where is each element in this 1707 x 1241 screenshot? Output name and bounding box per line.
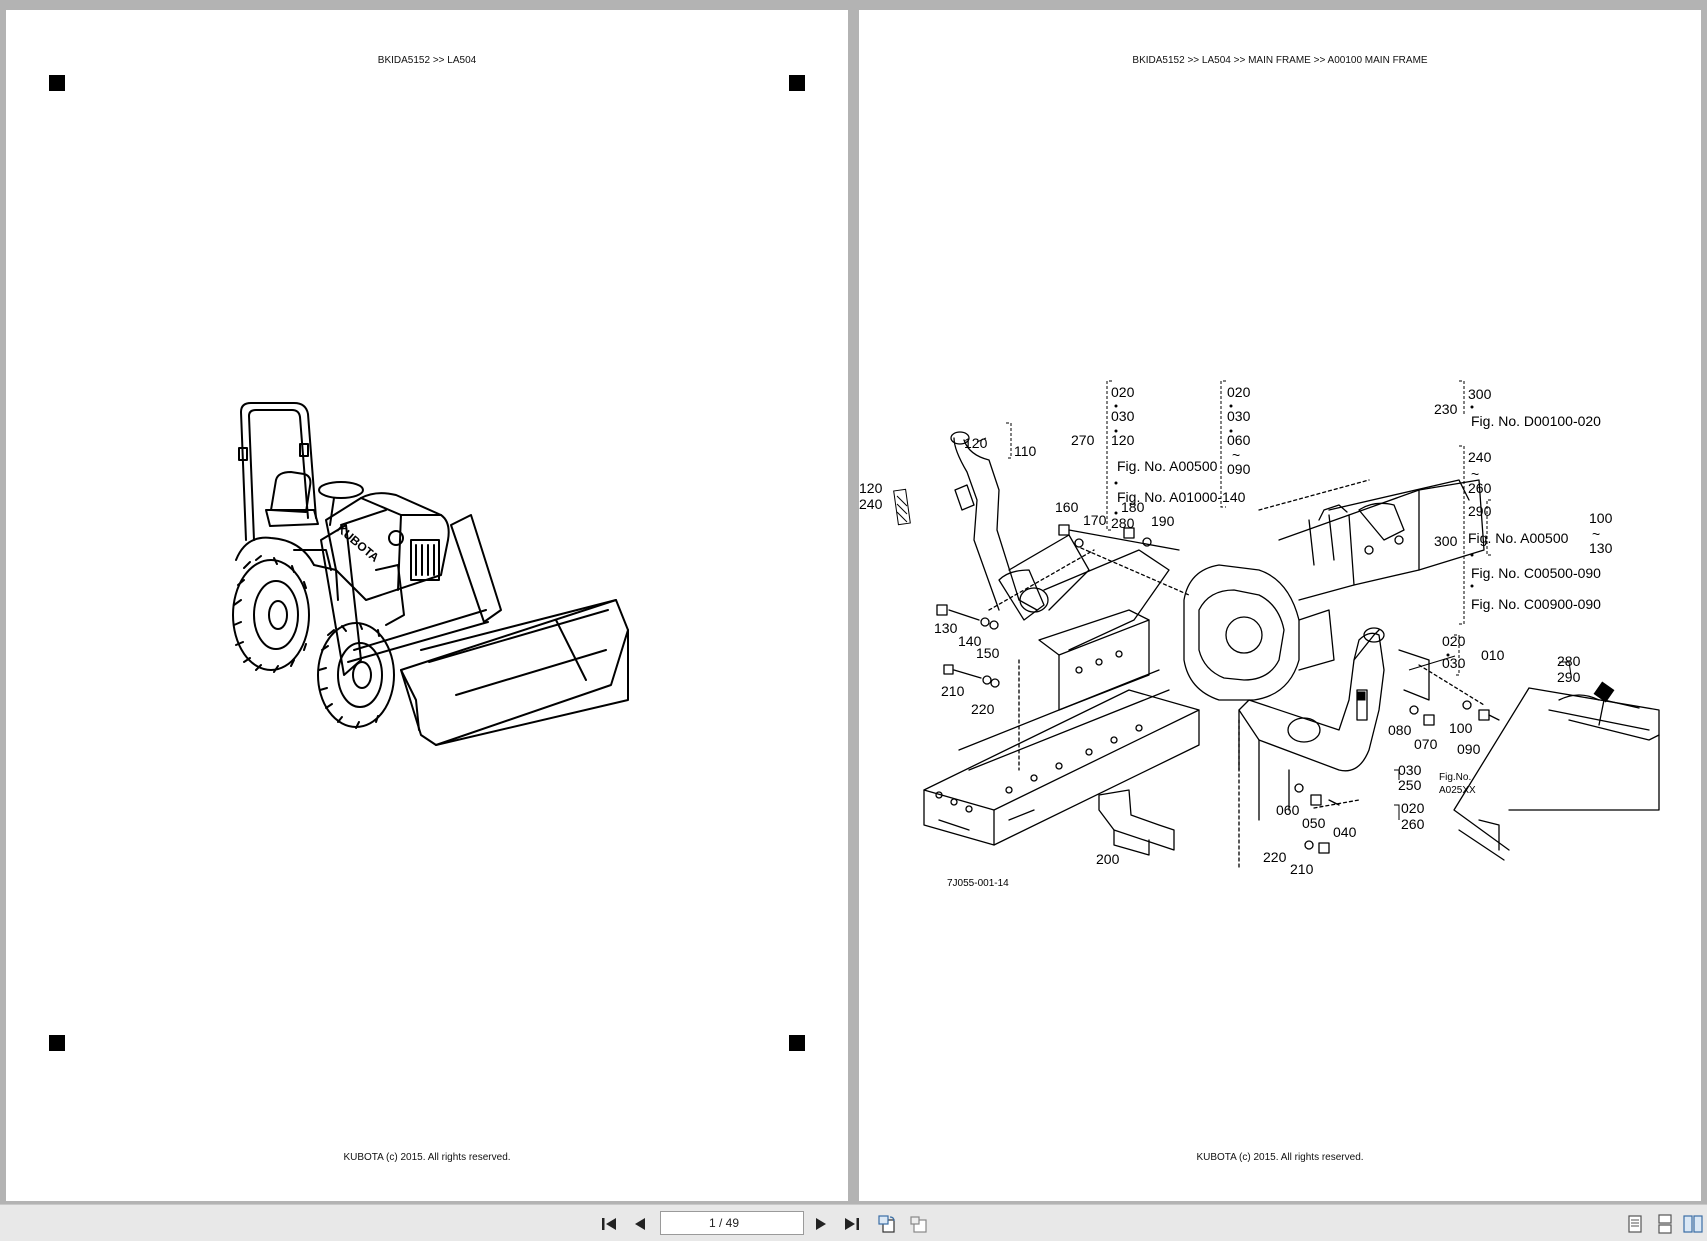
callout-060: 060	[1227, 432, 1251, 448]
registration-mark	[789, 1035, 805, 1051]
callout-220: 220	[1263, 849, 1287, 865]
callout-300: 300	[1434, 533, 1458, 549]
callout-020: 020	[1401, 800, 1425, 816]
callout-290: 290	[1468, 503, 1492, 519]
fig-reference: Fig. No. A01000-140	[1117, 489, 1246, 505]
viewer-toolbar: 1 / 49	[0, 1204, 1707, 1241]
fig-reference: Fig. No. A00500	[1117, 458, 1218, 474]
callout-230: 230	[1434, 401, 1458, 417]
callout-090: 090	[1457, 741, 1481, 757]
single-page-view-icon[interactable]	[1624, 1213, 1646, 1235]
callout-110: 110	[1014, 443, 1037, 459]
callout-040: 040	[1333, 824, 1357, 840]
page-indicator: 1 / 49	[708, 1216, 740, 1230]
svg-text:KUBOTA: KUBOTA	[334, 522, 382, 565]
callout-160: 160	[1055, 499, 1079, 515]
callout-060: 060	[1276, 802, 1300, 818]
callout-290: 290	[1557, 669, 1581, 685]
callout-210: 210	[1290, 861, 1314, 877]
callout-280: 280	[1111, 515, 1135, 531]
callout-210: 210	[941, 683, 965, 699]
previous-page-icon[interactable]	[629, 1213, 651, 1235]
callout-120: 120	[964, 435, 988, 451]
callout-020: 020	[1227, 384, 1251, 400]
callout-070: 070	[1414, 736, 1438, 752]
tractor-loader-illustration: KUBOTA	[232, 402, 629, 746]
page-footer: KUBOTA (c) 2015. All rights reserved.	[1196, 1152, 1364, 1163]
fig-reference: Fig. No. C00900-090	[1471, 596, 1601, 612]
callout-150: 150	[976, 645, 1000, 661]
fig-reference: Fig. No. A00500	[1468, 530, 1569, 546]
callout-100: 100	[1589, 510, 1613, 526]
callout-200: 200	[1096, 851, 1120, 867]
callout-120: 120	[859, 480, 883, 496]
callout-030: 030	[1111, 408, 1135, 424]
page-left: BKIDA5152 >> LA504	[6, 10, 848, 1201]
callout-260: 260	[1468, 480, 1492, 496]
fig-reference: A025XX	[1439, 785, 1476, 796]
callout-270: 270	[1071, 432, 1095, 448]
callout-140: 140	[958, 633, 982, 649]
registration-mark	[49, 1035, 65, 1051]
range-tilde: ~	[1592, 526, 1600, 542]
fig-reference: Fig. No. D00100-020	[1471, 413, 1601, 429]
range-tilde: ~	[1232, 447, 1240, 463]
continuous-view-icon[interactable]	[1654, 1213, 1676, 1235]
callout-120: 120	[1111, 432, 1135, 448]
callout-190: 190	[1151, 513, 1175, 529]
registration-mark	[789, 75, 805, 91]
callout-080: 080	[1388, 722, 1412, 738]
next-page-icon[interactable]	[810, 1213, 832, 1235]
callout-030: 030	[1442, 655, 1466, 671]
callout-300: 300	[1468, 386, 1492, 402]
document-viewer[interactable]: BKIDA5152 >> LA504	[0, 0, 1707, 1204]
callout-250: 250	[1398, 777, 1422, 793]
callout-030: 030	[1398, 762, 1422, 778]
callout-260: 260	[1401, 816, 1425, 832]
callout-240: 240	[859, 496, 883, 512]
page-header: BKIDA5152 >> LA504	[377, 55, 477, 66]
page-header: BKIDA5152 >> LA504 >> MAIN FRAME >> A001…	[1132, 55, 1428, 66]
callout-280: 280	[1557, 653, 1581, 669]
callout-090: 090	[1227, 461, 1251, 477]
range-tilde: ~	[1471, 466, 1479, 482]
callout-240: 240	[1468, 449, 1492, 465]
callout-020: 020	[1442, 633, 1466, 649]
callout-020: 020	[1111, 384, 1135, 400]
pan-view-icon[interactable]	[908, 1213, 930, 1235]
registration-mark	[49, 75, 65, 91]
rotate-view-icon[interactable]	[876, 1213, 898, 1235]
last-page-icon[interactable]	[841, 1213, 863, 1235]
fig-reference: Fig. No. C00500-090	[1471, 565, 1601, 581]
callout-050: 050	[1302, 815, 1326, 831]
callout-220: 220	[971, 701, 995, 717]
callout-030: 030	[1227, 408, 1251, 424]
callout-130: 130	[934, 620, 958, 636]
callout-170: 170	[1083, 512, 1107, 528]
drawing-code: 7J055-001-14	[947, 878, 1009, 889]
page-right: BKIDA5152 >> LA504 >> MAIN FRAME >> A001…	[859, 10, 1701, 1201]
fig-reference: Fig.No.	[1439, 772, 1471, 783]
callout-130: 130	[1589, 540, 1613, 556]
first-page-icon[interactable]	[598, 1213, 620, 1235]
callout-100: 100	[1449, 720, 1473, 736]
callout-180: 180	[1121, 499, 1145, 515]
callout-010: 010	[1481, 647, 1505, 663]
page-footer: KUBOTA (c) 2015. All rights reserved.	[343, 1152, 511, 1163]
parts-diagram: 120 110 270 120 240 160 170 180 190 130 …	[859, 380, 1660, 889]
facing-pages-view-icon[interactable]	[1682, 1213, 1704, 1235]
page-number-input[interactable]: 1 / 49	[660, 1211, 804, 1235]
